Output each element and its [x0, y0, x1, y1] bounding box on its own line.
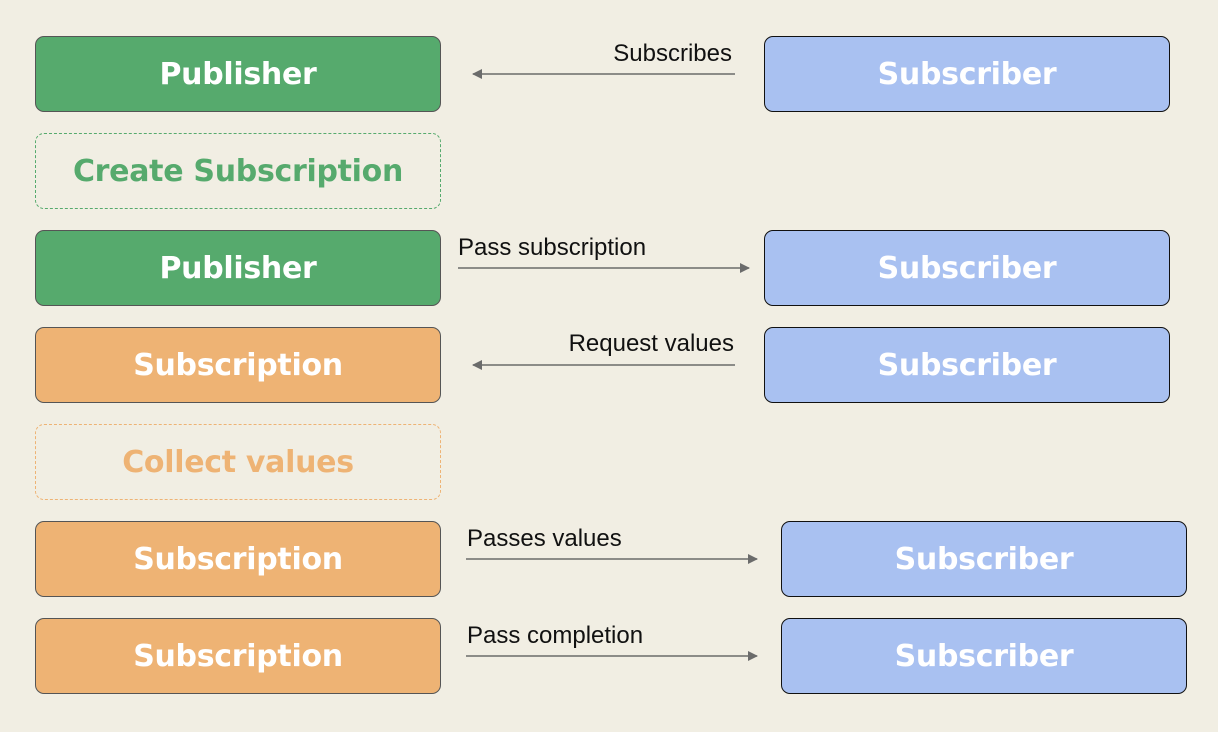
collect-values-step: Collect values: [35, 424, 441, 500]
subscribes-label: Subscribes: [613, 40, 732, 67]
subscription-label-1: Subscription: [133, 347, 343, 383]
subscriber-label-5: Subscriber: [894, 638, 1074, 674]
subscriber-label-3: Subscriber: [877, 347, 1057, 383]
subscription-node-3: Subscription: [35, 618, 441, 694]
publisher-label-1: Publisher: [159, 56, 317, 92]
subscriber-label-2: Subscriber: [877, 250, 1057, 286]
subscriber-node-5: Subscriber: [781, 618, 1187, 694]
publisher-node-2: Publisher: [35, 230, 441, 306]
request-values-label: Request values: [568, 330, 734, 357]
pass-completion-label: Pass completion: [467, 622, 644, 649]
subscriber-node-4: Subscriber: [781, 521, 1187, 597]
subscription-node-1: Subscription: [35, 327, 441, 403]
create-subscription-step: Create Subscription: [35, 133, 441, 209]
subscriber-label-1: Subscriber: [877, 56, 1057, 92]
subscriber-label-4: Subscriber: [894, 541, 1074, 577]
passes-values-label: Passes values: [467, 525, 622, 552]
subscriber-node-3: Subscriber: [764, 327, 1170, 403]
create-subscription-label: Create Subscription: [72, 153, 404, 189]
subscriber-node-2: Subscriber: [764, 230, 1170, 306]
subscription-node-2: Subscription: [35, 521, 441, 597]
collect-values-label: Collect values: [122, 444, 354, 480]
pass-subscription-label: Pass subscription: [458, 234, 647, 261]
subscriber-node-1: Subscriber: [764, 36, 1170, 112]
publisher-node-1: Publisher: [35, 36, 441, 112]
subscription-label-2: Subscription: [133, 541, 343, 577]
subscription-label-3: Subscription: [133, 638, 343, 674]
publisher-label-2: Publisher: [159, 250, 317, 286]
